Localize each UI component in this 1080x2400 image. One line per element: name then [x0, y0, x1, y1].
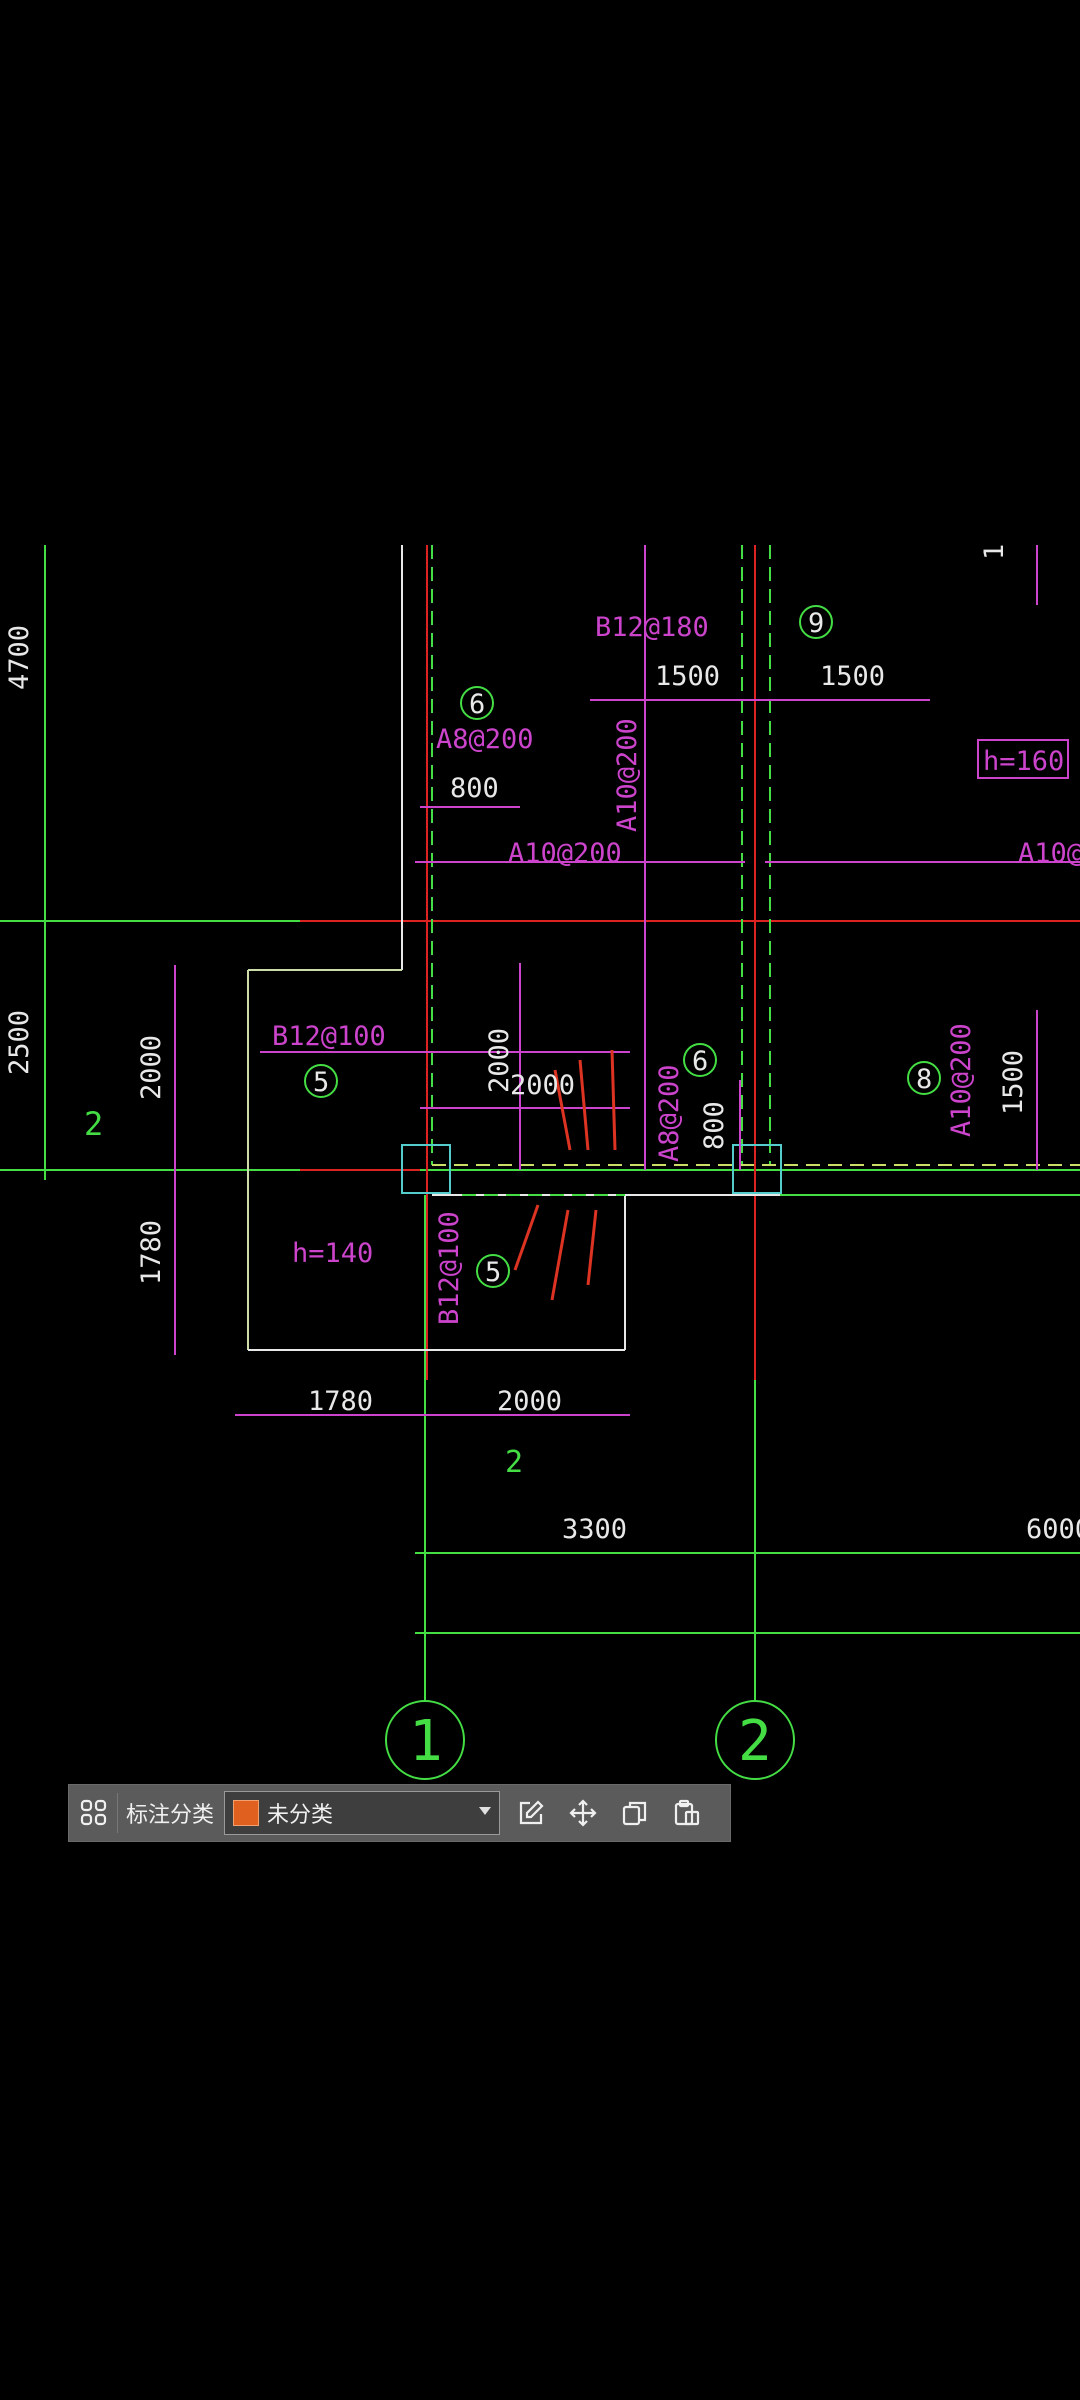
dim-1780-left: 1780	[136, 1220, 167, 1285]
len-2000-a: 2000	[510, 1070, 575, 1101]
dim-2000-left: 2000	[136, 1035, 167, 1100]
section-mark-bottom: 2	[505, 1445, 523, 1480]
len-1500-v: 1500	[998, 1050, 1029, 1115]
dim-6000: 6000	[1026, 1514, 1080, 1545]
rebar-a10-200-v: A10@200	[612, 718, 643, 832]
rebar-b12-100-top: B12@100	[272, 1021, 386, 1052]
top-right-1: 1	[979, 544, 1010, 560]
dim-4700: 4700	[4, 625, 35, 690]
annotation-toolbar: 标注分类 未分类	[68, 1784, 731, 1842]
axis-label-2: 2	[738, 1709, 772, 1774]
len-1500-a: 1500	[655, 661, 720, 692]
dim-3300: 3300	[562, 1514, 627, 1545]
edit-icon[interactable]	[512, 1794, 550, 1832]
category-select[interactable]: 未分类	[224, 1791, 501, 1835]
len-800-a: 800	[450, 773, 499, 804]
section-mark-left: 2	[84, 1105, 103, 1143]
chevron-down-icon	[479, 1807, 492, 1815]
copy-icon[interactable]	[616, 1794, 654, 1832]
circle-num-8: 8	[916, 1064, 932, 1095]
circle-num-5a: 5	[313, 1067, 329, 1098]
rebar-b12-100-low: B12@100	[434, 1211, 465, 1325]
axis-label-1: 1	[409, 1709, 443, 1774]
paste-icon[interactable]	[668, 1794, 706, 1832]
rebar-a10-200-h2: A10@1	[1018, 838, 1080, 869]
toolbar-divider	[117, 1793, 118, 1833]
circle-num-6a: 6	[469, 689, 485, 720]
rebar-a8-200-top: A8@200	[436, 724, 534, 755]
move-icon[interactable]	[564, 1794, 602, 1832]
grid-icon[interactable]	[75, 1794, 113, 1832]
circle-num-5b: 5	[485, 1257, 501, 1288]
circle-num-6b: 6	[692, 1046, 708, 1077]
category-label: 标注分类	[126, 1803, 215, 1828]
dim-2000-bottom: 2000	[497, 1386, 562, 1417]
slab-h140: h=140	[292, 1238, 373, 1269]
dim-2500: 2500	[4, 1010, 35, 1075]
rebar-a8-200-mid: A8@200	[654, 1064, 685, 1162]
slab-h160: h=160	[983, 746, 1064, 777]
category-value: 未分类	[267, 1803, 334, 1828]
circle-num-9: 9	[808, 608, 824, 639]
dim-1780-bottom: 1780	[308, 1386, 373, 1417]
len-800-b: 800	[699, 1101, 730, 1150]
category-color-swatch	[233, 1800, 260, 1826]
rebar-b12-180: B12@180	[595, 612, 709, 643]
rebar-a10-200-v2: A10@200	[946, 1023, 977, 1137]
len-1500-b: 1500	[820, 661, 885, 692]
rebar-a10-200-h: A10@200	[508, 838, 622, 869]
len-2000-b: 2000	[484, 1028, 515, 1093]
